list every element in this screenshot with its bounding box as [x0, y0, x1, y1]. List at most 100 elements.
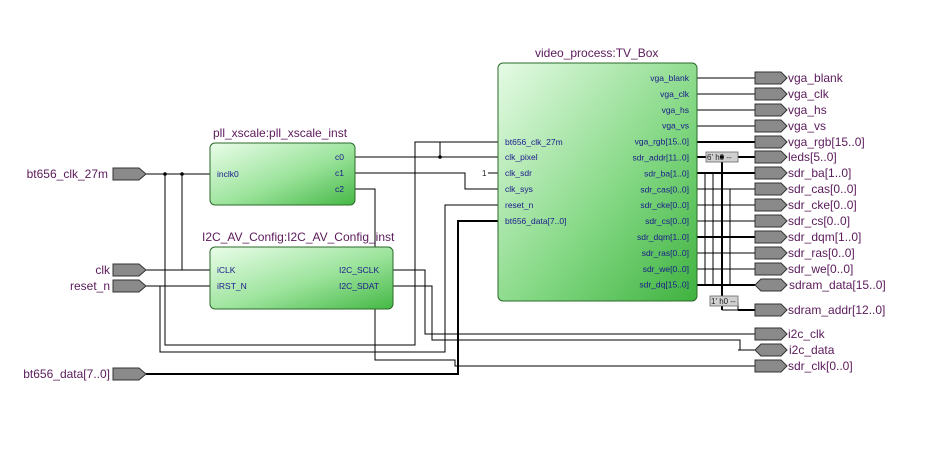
- i2c-pin-iclk: iCLK: [217, 265, 236, 275]
- addr-const-box: 1' h0 --: [709, 295, 739, 307]
- video-pin-in-1: clk_pixel: [505, 152, 538, 162]
- output-port-label-17: sdr_clk[0..0]: [788, 359, 853, 373]
- pll-pin-c2: c2: [335, 184, 344, 194]
- output-port-13[interactable]: [754, 278, 788, 292]
- video-pin-out-11: sdr_ras[0..0]: [642, 248, 689, 258]
- output-port-3[interactable]: [754, 119, 788, 133]
- pll-pin-c0: c0: [335, 152, 344, 162]
- output-port-6[interactable]: [754, 166, 788, 180]
- input-port-3[interactable]: [112, 367, 147, 381]
- junction-dot: [163, 172, 167, 176]
- i2c-pin-sclk: I2C_SCLK: [339, 265, 379, 275]
- clk-sdr-tie-const: 1: [482, 169, 487, 178]
- output-port-8[interactable]: [754, 198, 788, 212]
- wire-bt656-clk-branch: [164, 141, 498, 346]
- video-pin-out-12: sdr_we[0..0]: [643, 264, 689, 274]
- output-port-12[interactable]: [754, 262, 788, 276]
- output-port-label-14: sdram_addr[12..0]: [788, 303, 885, 317]
- wire-reset-branch: [159, 204, 498, 353]
- pll-block[interactable]: pll_xscale:pll_xscale_inst inclk0 c0 c1 …: [209, 126, 356, 206]
- pll-pin-inclk0: inclk0: [217, 169, 239, 179]
- wire-pll-c2: [355, 188, 755, 367]
- video-pin-in-2: clk_sdr: [505, 168, 532, 178]
- output-port-label-12: sdr_we[0..0]: [788, 262, 853, 276]
- output-port-16[interactable]: [754, 343, 788, 357]
- pll-block-title: pll_xscale:pll_xscale_inst: [213, 126, 348, 140]
- input-port-1[interactable]: [112, 263, 147, 277]
- video-pin-out-13: sdr_dq[15..0]: [639, 280, 689, 290]
- video-pin-out-3: vga_vs: [662, 121, 689, 131]
- output-port-label-7: sdr_cas[0..0]: [788, 182, 857, 196]
- video-block[interactable]: video_process:TV_Box bt656_clk_27m clk_pi…: [497, 46, 698, 302]
- pll-block-body[interactable]: [209, 142, 356, 206]
- input-port-label-3: bt656_data[7..0]: [23, 367, 110, 381]
- video-pin-out-2: vga_hs: [662, 105, 689, 115]
- output-port-17[interactable]: [754, 359, 788, 373]
- video-pin-in-0: bt656_clk_27m: [505, 137, 563, 147]
- video-pin-out-10: sdr_dqm[1..0]: [637, 232, 689, 242]
- leds-const-label: 6' h0 --: [707, 153, 732, 162]
- output-port-1[interactable]: [754, 87, 788, 101]
- output-port-label-2: vga_hs: [788, 103, 827, 117]
- junction-dot: [438, 155, 442, 159]
- video-pin-in-5: bt656_data[7..0]: [505, 216, 566, 226]
- output-port-label-13: sdram_data[15..0]: [789, 278, 886, 292]
- junction-dot: [720, 155, 724, 159]
- output-port-label-0: vga_blank: [788, 71, 844, 85]
- output-port-label-9: sdr_cs[0..0]: [788, 214, 850, 228]
- output-port-2[interactable]: [754, 103, 788, 117]
- pll-pin-c1: c1: [335, 168, 344, 178]
- wires: [140, 77, 755, 375]
- input-port-0[interactable]: [112, 167, 147, 181]
- video-output-pins: vga_blankvga_clkvga_hsvga_vsvga_rgb[15..…: [632, 73, 689, 290]
- video-block-body[interactable]: [497, 62, 698, 302]
- wire-pll-c1: [355, 172, 498, 190]
- video-pin-out-6: sdr_ba[1..0]: [644, 168, 689, 178]
- video-pin-out-0: vga_blank: [650, 73, 690, 83]
- output-port-label-11: sdr_ras[0..0]: [788, 246, 855, 260]
- i2c-block-body[interactable]: [209, 246, 394, 310]
- video-pin-out-5: sdr_addr[11..0]: [632, 153, 689, 163]
- output-port-label-16: i2c_data: [789, 343, 835, 357]
- output-port-11[interactable]: [754, 246, 788, 260]
- output-port-label-3: vga_vs: [788, 119, 826, 133]
- video-block-title: video_process:TV_Box: [535, 46, 658, 60]
- input-port-label-1: clk: [95, 263, 111, 277]
- output-port-label-4: vga_rgb[15..0]: [788, 135, 865, 149]
- i2c-pin-sdat: I2C_SDAT: [339, 281, 379, 291]
- i2c-block[interactable]: I2C_AV_Config:I2C_AV_Config_inst iCLK iR…: [202, 230, 395, 310]
- output-port-7[interactable]: [754, 182, 788, 196]
- output-port-label-10: sdr_dqm[1..0]: [788, 230, 861, 244]
- wire-i2c-sdat: [393, 285, 755, 351]
- video-pin-in-3: clk_sys: [505, 184, 533, 194]
- addr-const-label: 1' h0 --: [711, 297, 736, 306]
- video-pin-out-7: sdr_cas[0..0]: [640, 184, 689, 194]
- output-port-label-15: i2c_clk: [788, 327, 826, 341]
- video-input-pins: bt656_clk_27mclk_pixelclk_sdrclk_sysrese…: [505, 137, 566, 226]
- output-port-label-5: leds[5..0]: [788, 150, 837, 164]
- output-port-label-1: vga_clk: [788, 87, 830, 101]
- i2c-block-title: I2C_AV_Config:I2C_AV_Config_inst: [202, 230, 395, 244]
- video-pin-out-1: vga_clk: [660, 89, 690, 99]
- junctions: [163, 155, 724, 176]
- output-port-label-6: sdr_ba[1..0]: [788, 166, 851, 180]
- video-pin-out-9: sdr_cs[0..0]: [645, 216, 689, 226]
- i2c-pin-irst: iRST_N: [217, 281, 247, 291]
- output-ports: vga_blank vga_clk vga_hs vga_vs vga_rgb[15..…: [754, 71, 886, 373]
- video-pin-out-8: sdr_cke[0..0]: [640, 200, 689, 210]
- output-port-0[interactable]: [754, 71, 788, 85]
- output-port-9[interactable]: [754, 214, 788, 228]
- output-port-label-8: sdr_cke[0..0]: [788, 198, 857, 212]
- output-port-10[interactable]: [754, 230, 788, 244]
- input-port-label-0: bt656_clk_27m: [27, 167, 108, 181]
- output-port-4[interactable]: [754, 135, 788, 149]
- input-port-2[interactable]: [112, 279, 147, 293]
- bus-bt656-data: [146, 220, 498, 375]
- output-port-14[interactable]: [754, 303, 788, 317]
- output-port-15[interactable]: [754, 327, 788, 341]
- junction-dot: [180, 172, 184, 176]
- wire-i2c-sclk: [393, 269, 755, 335]
- output-port-5[interactable]: [754, 150, 788, 164]
